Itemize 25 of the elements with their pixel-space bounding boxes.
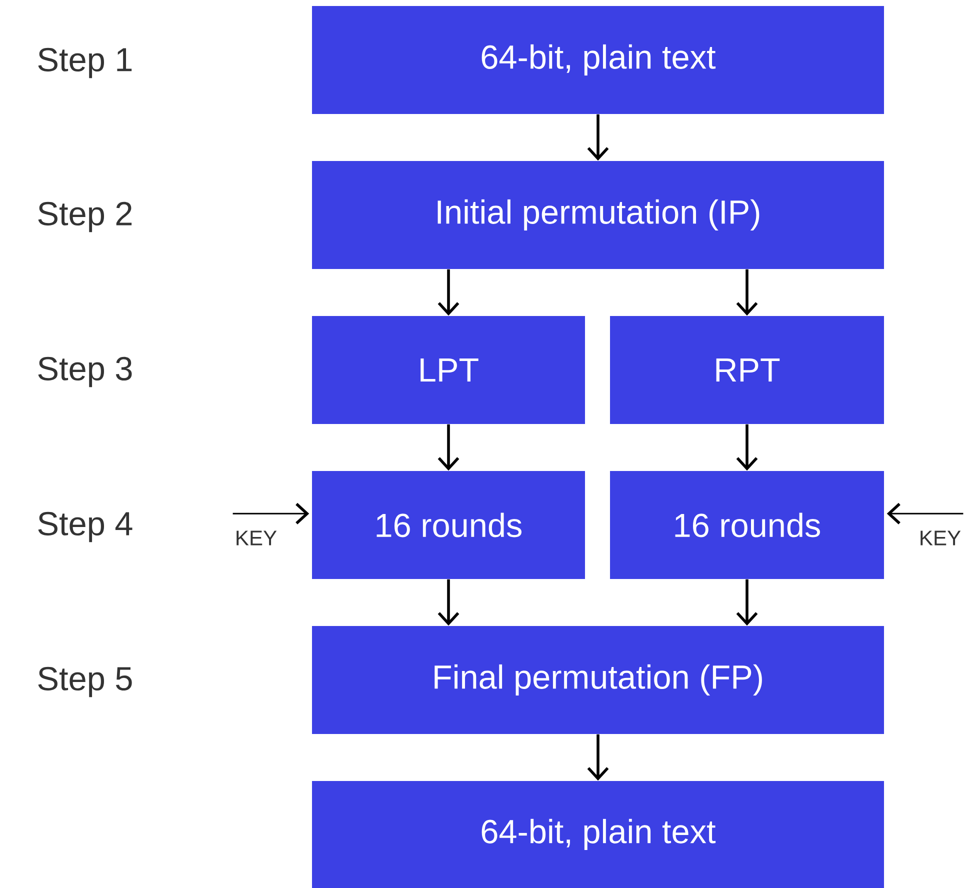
process-box: 64-bit, plain text — [312, 781, 884, 888]
arrow — [886, 502, 964, 524]
process-box: 16 rounds — [610, 471, 884, 579]
step-label: Step 2 — [38, 202, 132, 232]
arrow — [438, 424, 460, 471]
arrow — [587, 114, 609, 161]
arrow — [587, 734, 609, 781]
arrow — [232, 502, 310, 524]
process-box: Final permutation (FP) — [312, 626, 884, 734]
arrow — [736, 579, 758, 626]
process-box: 16 rounds — [312, 471, 585, 579]
key-label: KEY — [920, 530, 961, 546]
step-label: Step 5 — [38, 666, 132, 698]
key-label: KEY — [236, 530, 277, 546]
step-label: Step 1 — [38, 48, 132, 78]
step-label: Step 3 — [38, 356, 132, 388]
process-box: RPT — [610, 316, 884, 424]
process-box: Initial permutation (IP) — [312, 161, 884, 269]
arrow — [438, 269, 460, 316]
arrow — [736, 269, 758, 316]
process-box: LPT — [312, 316, 585, 424]
arrow — [736, 424, 758, 471]
process-box: 64-bit, plain text — [312, 6, 884, 114]
step-label: Step 4 — [38, 512, 132, 542]
arrow — [438, 579, 460, 626]
